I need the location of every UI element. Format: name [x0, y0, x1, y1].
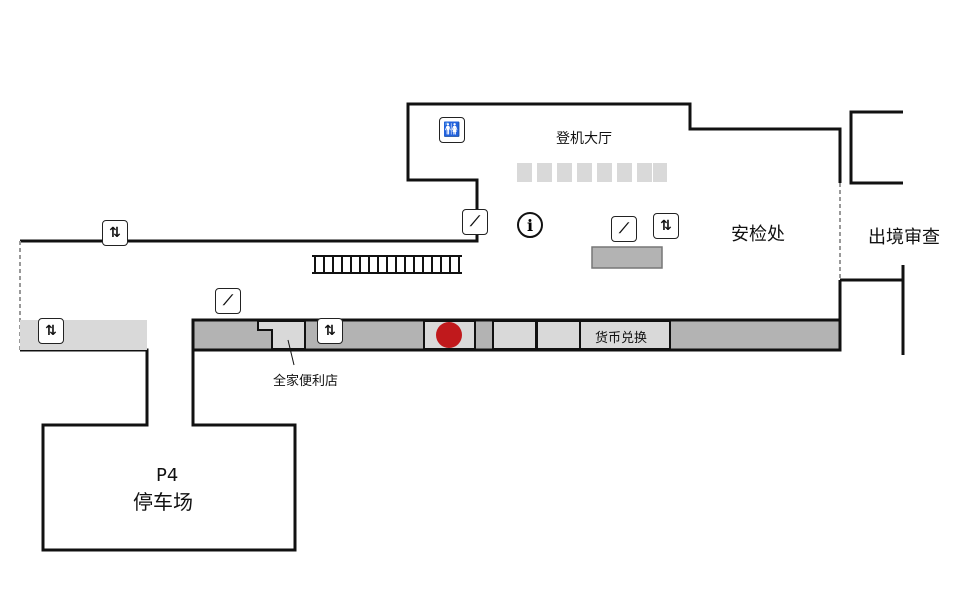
parking-level-label: P4 — [156, 465, 179, 486]
shop-cell — [492, 320, 537, 350]
shop-cell — [536, 320, 581, 350]
immigration-label: 出境审查 — [868, 227, 940, 248]
shop-currency-exchange — [579, 320, 671, 350]
restroom-icon: 🚻 — [439, 117, 465, 143]
escalator-icon: ⟋ — [215, 288, 241, 314]
checkin-counters — [517, 163, 667, 182]
current-location-marker — [436, 322, 462, 348]
escalator-icon: ⟋ — [611, 216, 637, 242]
security-label: 安检处 — [731, 224, 785, 245]
elevator-icon: ⇅ — [653, 213, 679, 239]
departure-hall-label: 登机大厅 — [556, 131, 612, 147]
parking-label: 停车场 — [133, 490, 193, 514]
convenience-store-label: 全家便利店 — [273, 374, 339, 389]
wall-immigration — [849, 110, 903, 185]
elevator-icon: ⇅ — [102, 220, 128, 246]
elevator-icon: ⇅ — [38, 318, 64, 344]
currency-exchange-label: 货币兑换 — [595, 331, 648, 346]
stairs-icon — [312, 255, 462, 274]
shop-convenience-store — [257, 320, 306, 350]
escalator-icon: ⟋ — [462, 209, 488, 235]
security-counter — [591, 246, 663, 269]
store-leader-line — [287, 339, 295, 366]
wall-immigration-lower — [840, 265, 905, 355]
info-icon: i — [517, 212, 543, 238]
elevator-icon: ⇅ — [317, 318, 343, 344]
wall-parking — [20, 320, 297, 552]
wall-left-corridor — [20, 102, 842, 243]
